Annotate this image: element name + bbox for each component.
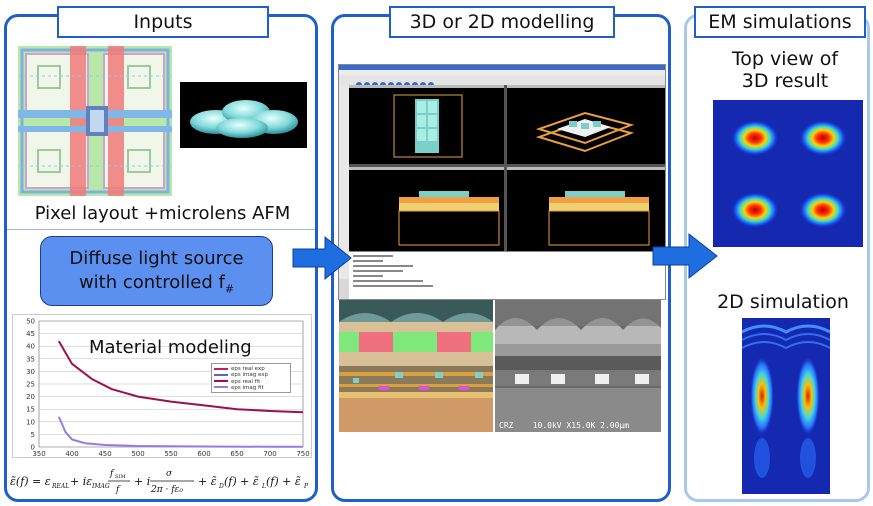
x-tick-label: 750 bbox=[296, 450, 309, 457]
diffuse-line-2: with controlled f bbox=[78, 272, 225, 293]
sim2d-label: 2D simulation bbox=[717, 291, 849, 313]
x-tick-label: 450 bbox=[98, 450, 111, 457]
top-view-line-1: Top view of bbox=[731, 48, 839, 70]
sw-menubar bbox=[339, 70, 665, 75]
svg-text:+ iε: + iε bbox=[70, 475, 92, 488]
y-tick-label: 25 bbox=[26, 381, 35, 389]
series-line-1 bbox=[57, 340, 304, 414]
y-tick-label: 35 bbox=[26, 355, 35, 363]
y-tick-label: 15 bbox=[26, 406, 35, 414]
x-tick-label: 500 bbox=[131, 450, 144, 457]
legend-entry: eps real exp bbox=[214, 366, 265, 372]
svg-text:IMAG: IMAG bbox=[91, 483, 110, 490]
legend-swatch bbox=[214, 367, 228, 370]
permittivity-formula: ε̃(f) = ε REAL + iε IMAG f SIM f + i σ 2… bbox=[10, 469, 309, 495]
diffuse-line-1: Diffuse light source bbox=[69, 248, 244, 269]
pixel-layout-image bbox=[18, 46, 172, 196]
y-tick-label: 30 bbox=[26, 368, 35, 376]
diffuse-light-source-box: Diffuse light source with controlled f# bbox=[40, 236, 273, 306]
material-modeling-title: Material modeling bbox=[89, 337, 252, 358]
sem-graphic bbox=[495, 300, 661, 432]
series-line-2 bbox=[57, 416, 303, 448]
legend-swatch bbox=[214, 373, 228, 376]
y-tick-label: 0 bbox=[31, 444, 35, 452]
x-tick-label: 350 bbox=[32, 450, 45, 457]
svg-text:SIM: SIM bbox=[115, 474, 126, 480]
caption-divider bbox=[7, 229, 315, 230]
sw-left-toolstrip bbox=[339, 85, 349, 279]
y-tick-label: 40 bbox=[26, 343, 35, 351]
svg-text:(f) + ε̃: (f) + ε̃ bbox=[266, 475, 301, 488]
svg-text:L: L bbox=[261, 483, 266, 490]
2d-simulation-image bbox=[742, 318, 830, 494]
inputs-panel-title: Inputs bbox=[57, 6, 269, 38]
svg-text:ε̃(f) = ε: ε̃(f) = ε bbox=[10, 475, 51, 488]
em-panel-title: EM simulations bbox=[694, 6, 866, 38]
x-tick-label: 650 bbox=[230, 450, 243, 457]
svg-text:+ ε̃: + ε̃ bbox=[198, 475, 217, 488]
console-lines bbox=[353, 255, 433, 287]
cross-section-model bbox=[339, 300, 493, 432]
sw-console bbox=[349, 251, 665, 299]
svg-text:REAL: REAL bbox=[51, 483, 69, 490]
legend-swatch bbox=[214, 386, 228, 389]
svg-text:D: D bbox=[218, 483, 224, 490]
modelling-software-screenshot bbox=[338, 64, 666, 300]
sem-image: CRZ 10.0kV X15.0K 2.00µm bbox=[495, 300, 661, 432]
top-view-caption: Top view of 3D result bbox=[700, 48, 870, 92]
legend-entry: eps imag exp bbox=[214, 372, 268, 378]
microlens-afm-image bbox=[180, 82, 307, 148]
svg-text:(f) + ε̃: (f) + ε̃ bbox=[224, 475, 259, 488]
svg-text:f: f bbox=[115, 485, 121, 495]
y-tick-label: 5 bbox=[31, 431, 35, 439]
x-tick-label: 400 bbox=[65, 450, 78, 457]
f-number-subscript: # bbox=[224, 282, 235, 296]
legend-label: eps imag exp bbox=[231, 372, 269, 379]
x-tick-label: 700 bbox=[263, 450, 276, 457]
y-tick-label: 10 bbox=[26, 418, 35, 426]
legend-entry: eps real fit bbox=[214, 379, 260, 385]
sw-titlebar bbox=[339, 65, 665, 70]
svg-text:2π · fε₀: 2π · fε₀ bbox=[150, 485, 183, 495]
x-tick-label: 550 bbox=[164, 450, 177, 457]
y-tick-label: 20 bbox=[26, 393, 35, 401]
modelling-panel-title: 3D or 2D modelling bbox=[389, 6, 615, 38]
sim2d-label-box bbox=[708, 289, 858, 317]
arrow-modelling-to-em bbox=[652, 232, 718, 280]
arrow-inputs-to-modelling bbox=[292, 235, 352, 281]
legend-entry: eps imag fit bbox=[214, 385, 264, 391]
sem-caption: CRZ 10.0kV X15.0K 2.00µm bbox=[499, 421, 630, 430]
svg-text:+ i: + i bbox=[134, 475, 150, 488]
legend-swatch bbox=[214, 380, 228, 383]
legend-label: eps imag fit bbox=[231, 384, 264, 391]
diffuse-line-2-wrap: with controlled f# bbox=[41, 271, 272, 302]
sw-viewports bbox=[349, 85, 665, 251]
legend-label: eps real exp bbox=[231, 366, 265, 372]
svg-text:P: P bbox=[303, 483, 309, 490]
x-tick-label: 600 bbox=[197, 450, 210, 457]
top-view-3d-result-image bbox=[713, 100, 863, 247]
pixel-layout-caption: Pixel layout +microlens AFM bbox=[34, 203, 291, 224]
svg-text:σ: σ bbox=[166, 469, 173, 479]
legend-label: eps real fit bbox=[231, 378, 261, 385]
top-view-line-2: 3D result bbox=[741, 70, 829, 92]
y-tick-label: 50 bbox=[26, 318, 35, 326]
svg-text:f: f bbox=[109, 469, 115, 479]
y-tick-label: 45 bbox=[26, 330, 35, 338]
